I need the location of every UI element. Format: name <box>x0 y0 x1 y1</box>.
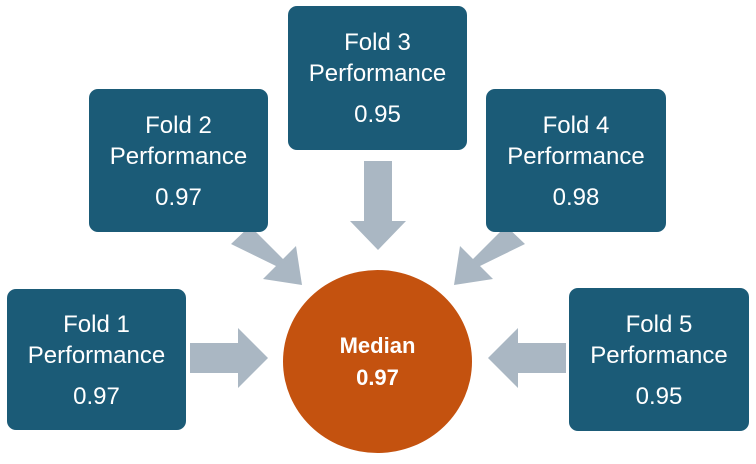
fold-5-box: Fold 5 Performance 0.95 <box>569 288 749 431</box>
median-label: Median <box>339 332 416 358</box>
arrow-fold4-to-median <box>454 226 525 285</box>
arrow-fold3-to-median <box>350 161 406 250</box>
fold-1-box: Fold 1 Performance 0.97 <box>7 289 186 430</box>
fold-1-label: Fold 1 <box>63 310 130 338</box>
fold-3-label: Fold 3 <box>344 29 411 56</box>
fold-3-box: Fold 3 Performance 0.95 <box>288 6 467 150</box>
fold-4-label: Fold 4 <box>542 111 610 139</box>
fold-2-value: 0.97 <box>155 183 202 211</box>
median-circle: Median 0.97 <box>283 270 472 453</box>
fold-4-value: 0.98 <box>552 183 600 211</box>
fold-5-label: Fold 5 <box>625 310 693 338</box>
fold-5-sublabel: Performance <box>590 341 728 369</box>
arrow-fold2-to-median <box>231 226 302 285</box>
arrow-fold5-to-median <box>488 328 566 388</box>
fold-3-sublabel: Performance <box>308 60 447 87</box>
median-value: 0.97 <box>356 364 399 390</box>
fold-4-sublabel: Performance <box>507 142 645 170</box>
fold-5-value: 0.95 <box>635 382 683 410</box>
fold-1-value: 0.97 <box>73 382 120 410</box>
fold-2-sublabel: Performance <box>109 142 248 170</box>
fold-4-box: Fold 4 Performance 0.98 <box>486 89 666 232</box>
arrow-fold1-to-median <box>190 328 268 388</box>
fold-2-label: Fold 2 <box>145 111 212 139</box>
fold-2-box: Fold 2 Performance 0.97 <box>89 89 268 232</box>
fold-3-value: 0.95 <box>354 101 401 128</box>
fold-1-sublabel: Performance <box>27 341 166 369</box>
